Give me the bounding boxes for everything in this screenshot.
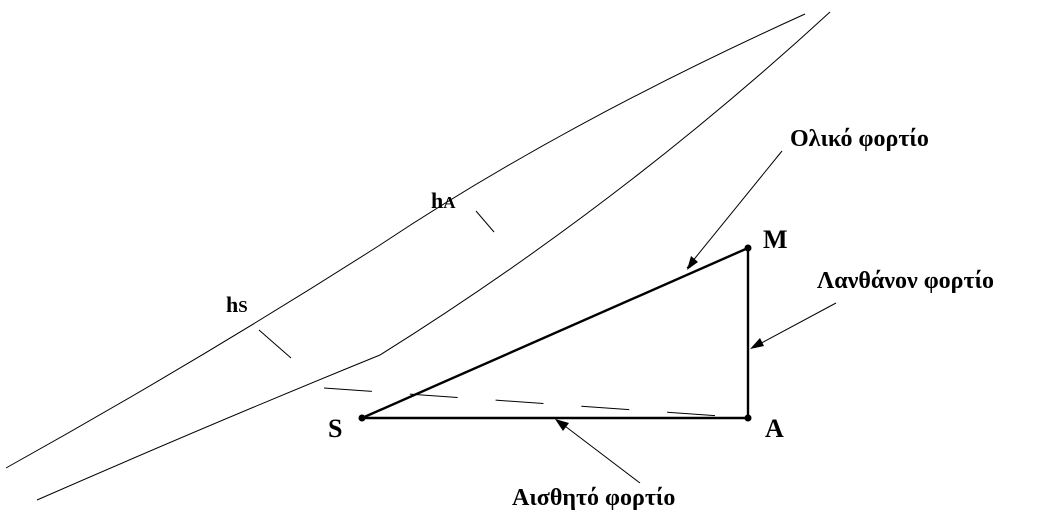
point-m-label: M: [763, 225, 788, 254]
h-s-subscript: S: [238, 297, 247, 316]
sensible-load-label: Αισθητό φορτίο: [512, 485, 675, 511]
latent-load-pointer: [750, 302, 837, 349]
total-load-label: Ολικό φορτίο: [790, 126, 929, 152]
h-a-label: hA: [431, 188, 456, 213]
enthalpy-line-lower: [36, 11, 831, 501]
total-load-pointer: [686, 150, 783, 270]
point-s-label: S: [328, 414, 342, 443]
latent-load-label: Λανθάνον φορτίο: [817, 268, 994, 294]
h-s-main: h: [226, 292, 238, 317]
h-a-tick: [475, 210, 495, 233]
point-m-dot: [744, 244, 752, 252]
total-load-line: [361, 246, 749, 420]
point-a-dot: [744, 414, 752, 422]
h-s-label: hS: [226, 292, 248, 317]
sensible-load-pointer: [555, 419, 641, 484]
point-a-label: A: [765, 414, 784, 443]
h-s-tick: [258, 329, 292, 359]
enthalpy-line-upper: [5, 13, 806, 469]
h-a-subscript: A: [443, 193, 456, 212]
point-s-dot: [358, 414, 366, 422]
h-a-main: h: [431, 188, 443, 213]
construction-dashed-line: [323, 387, 749, 419]
